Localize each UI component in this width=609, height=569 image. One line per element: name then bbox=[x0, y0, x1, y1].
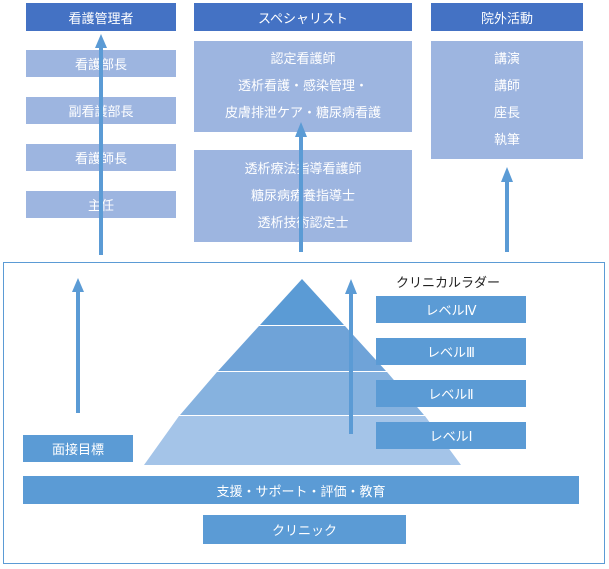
role-box-deputy-director: 副看護部長 bbox=[26, 97, 176, 124]
clinical-ladder-title: クリニカルラダー bbox=[396, 276, 501, 291]
header-external-activity: 院外活動 bbox=[431, 3, 583, 31]
header-nursing-management: 看護管理者 bbox=[26, 3, 176, 31]
role-box-director: 看護部長 bbox=[26, 50, 176, 77]
interview-goal-box: 面接目標 bbox=[23, 435, 133, 462]
arrow-external-head bbox=[501, 167, 513, 182]
role-box-head-nurse: 看護師長 bbox=[26, 144, 176, 171]
ladder-level-3: レベルⅢ bbox=[376, 338, 526, 365]
specialist-qualification-panel: 透析療法指導看護師 糖尿病療養指導士 透析技術認定士 bbox=[194, 150, 412, 242]
activity-item: 座長 bbox=[493, 106, 520, 121]
support-bar: 支援・サポート・評価・教育 bbox=[23, 476, 579, 504]
external-activity-panel: 講演 講師 座長 執筆 bbox=[431, 41, 583, 159]
specialist-line: 糖尿病療養指導士 bbox=[250, 188, 355, 204]
ladder-level-2: レベルⅡ bbox=[376, 380, 526, 407]
ladder-level-1: レベルⅠ bbox=[376, 422, 526, 449]
specialist-certified-panel: 認定看護師 透析看護・感染管理・ 皮膚排泄ケア・糖尿病看護 bbox=[194, 41, 412, 132]
arrow-management-head bbox=[95, 34, 107, 48]
role-box-chief: 主任 bbox=[26, 191, 176, 218]
specialist-line: 認定看護師 bbox=[270, 52, 336, 67]
header-specialist: スペシャリスト bbox=[194, 3, 412, 31]
ladder-level-4: レベルⅣ bbox=[376, 296, 526, 323]
specialist-line: 透析看護・感染管理・ bbox=[237, 79, 368, 94]
activity-item: 講演 bbox=[493, 52, 520, 67]
clinic-box: クリニック bbox=[203, 515, 406, 544]
specialist-line: 皮膚排泄ケア・糖尿病看護 bbox=[224, 106, 381, 121]
specialist-line: 透析療法指導看護師 bbox=[244, 161, 362, 177]
activity-item: 執筆 bbox=[493, 133, 520, 148]
activity-item: 講師 bbox=[493, 79, 520, 94]
specialist-line: 透析技術認定士 bbox=[257, 215, 349, 231]
